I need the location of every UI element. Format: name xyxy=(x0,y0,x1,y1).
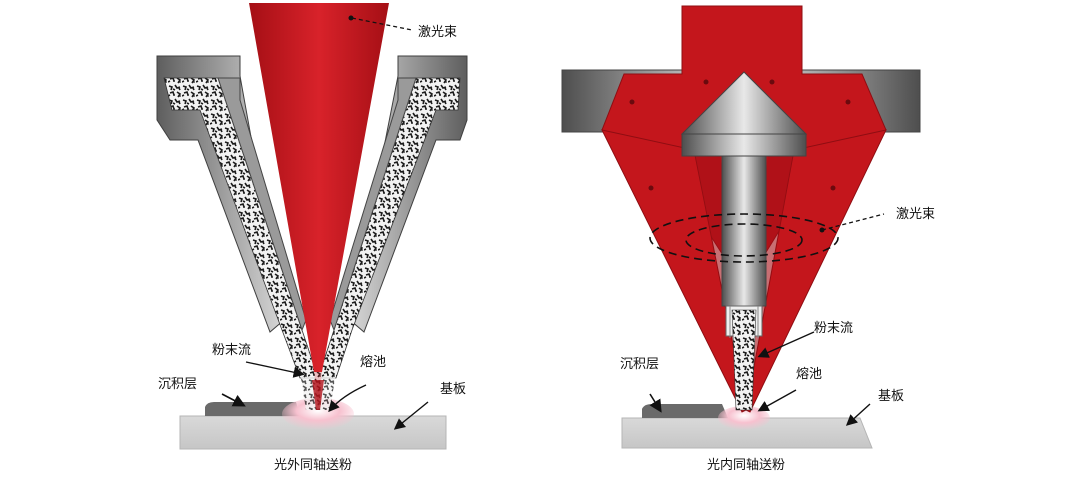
right-label-laser-beam: 激光束 xyxy=(896,207,936,222)
right-melt-pool xyxy=(718,406,770,430)
left-diagram xyxy=(156,3,468,450)
right-cone-base xyxy=(681,133,807,157)
right-powder-pointer xyxy=(757,331,815,358)
left-meltpool-pointer xyxy=(328,384,367,413)
right-nozzle-inner-wall xyxy=(329,77,417,332)
left-label-powder-stream: 粉末流 xyxy=(212,343,252,358)
left-label-melt-pool: 熔池 xyxy=(360,355,387,370)
right-deposition-layer xyxy=(642,404,728,418)
right-label-melt-pool: 熔池 xyxy=(796,367,823,382)
right-diagram xyxy=(561,5,921,449)
right-substrate-pointer xyxy=(845,403,871,426)
left-nozzle-inner-wall xyxy=(217,77,307,332)
right-caption: 光内同轴送粉 xyxy=(706,458,786,473)
left-deposition-layer xyxy=(205,402,300,416)
left-laser-pointer xyxy=(351,17,413,31)
right-substrate xyxy=(621,417,873,449)
right-meltpool-pointer xyxy=(757,389,797,412)
left-deposit-pointer xyxy=(221,393,246,407)
right-rotation-ring-outer xyxy=(649,213,839,263)
left-label-deposition-layer: 沉积层 xyxy=(158,377,198,392)
left-laser-beam xyxy=(249,3,389,410)
right-rotation-ring-inner xyxy=(685,223,803,257)
left-label-substrate: 基板 xyxy=(440,382,467,397)
left-label-laser-beam: 激光束 xyxy=(418,25,458,40)
left-substrate-pointer xyxy=(393,401,429,430)
right-laser-pointer xyxy=(821,213,885,231)
right-deposit-pointer xyxy=(649,393,662,413)
right-label-substrate: 基板 xyxy=(878,389,905,404)
right-label-powder-stream: 粉末流 xyxy=(814,321,854,336)
right-powder-tube xyxy=(721,155,767,307)
right-label-deposition-layer: 沉积层 xyxy=(620,357,660,372)
left-powder-pointer xyxy=(245,361,305,378)
left-caption: 光外同轴送粉 xyxy=(273,458,353,473)
right-powder-stream xyxy=(731,309,757,411)
left-nozzle-outer-wall xyxy=(156,55,285,333)
right-nozzle-outer-wall xyxy=(349,55,468,333)
